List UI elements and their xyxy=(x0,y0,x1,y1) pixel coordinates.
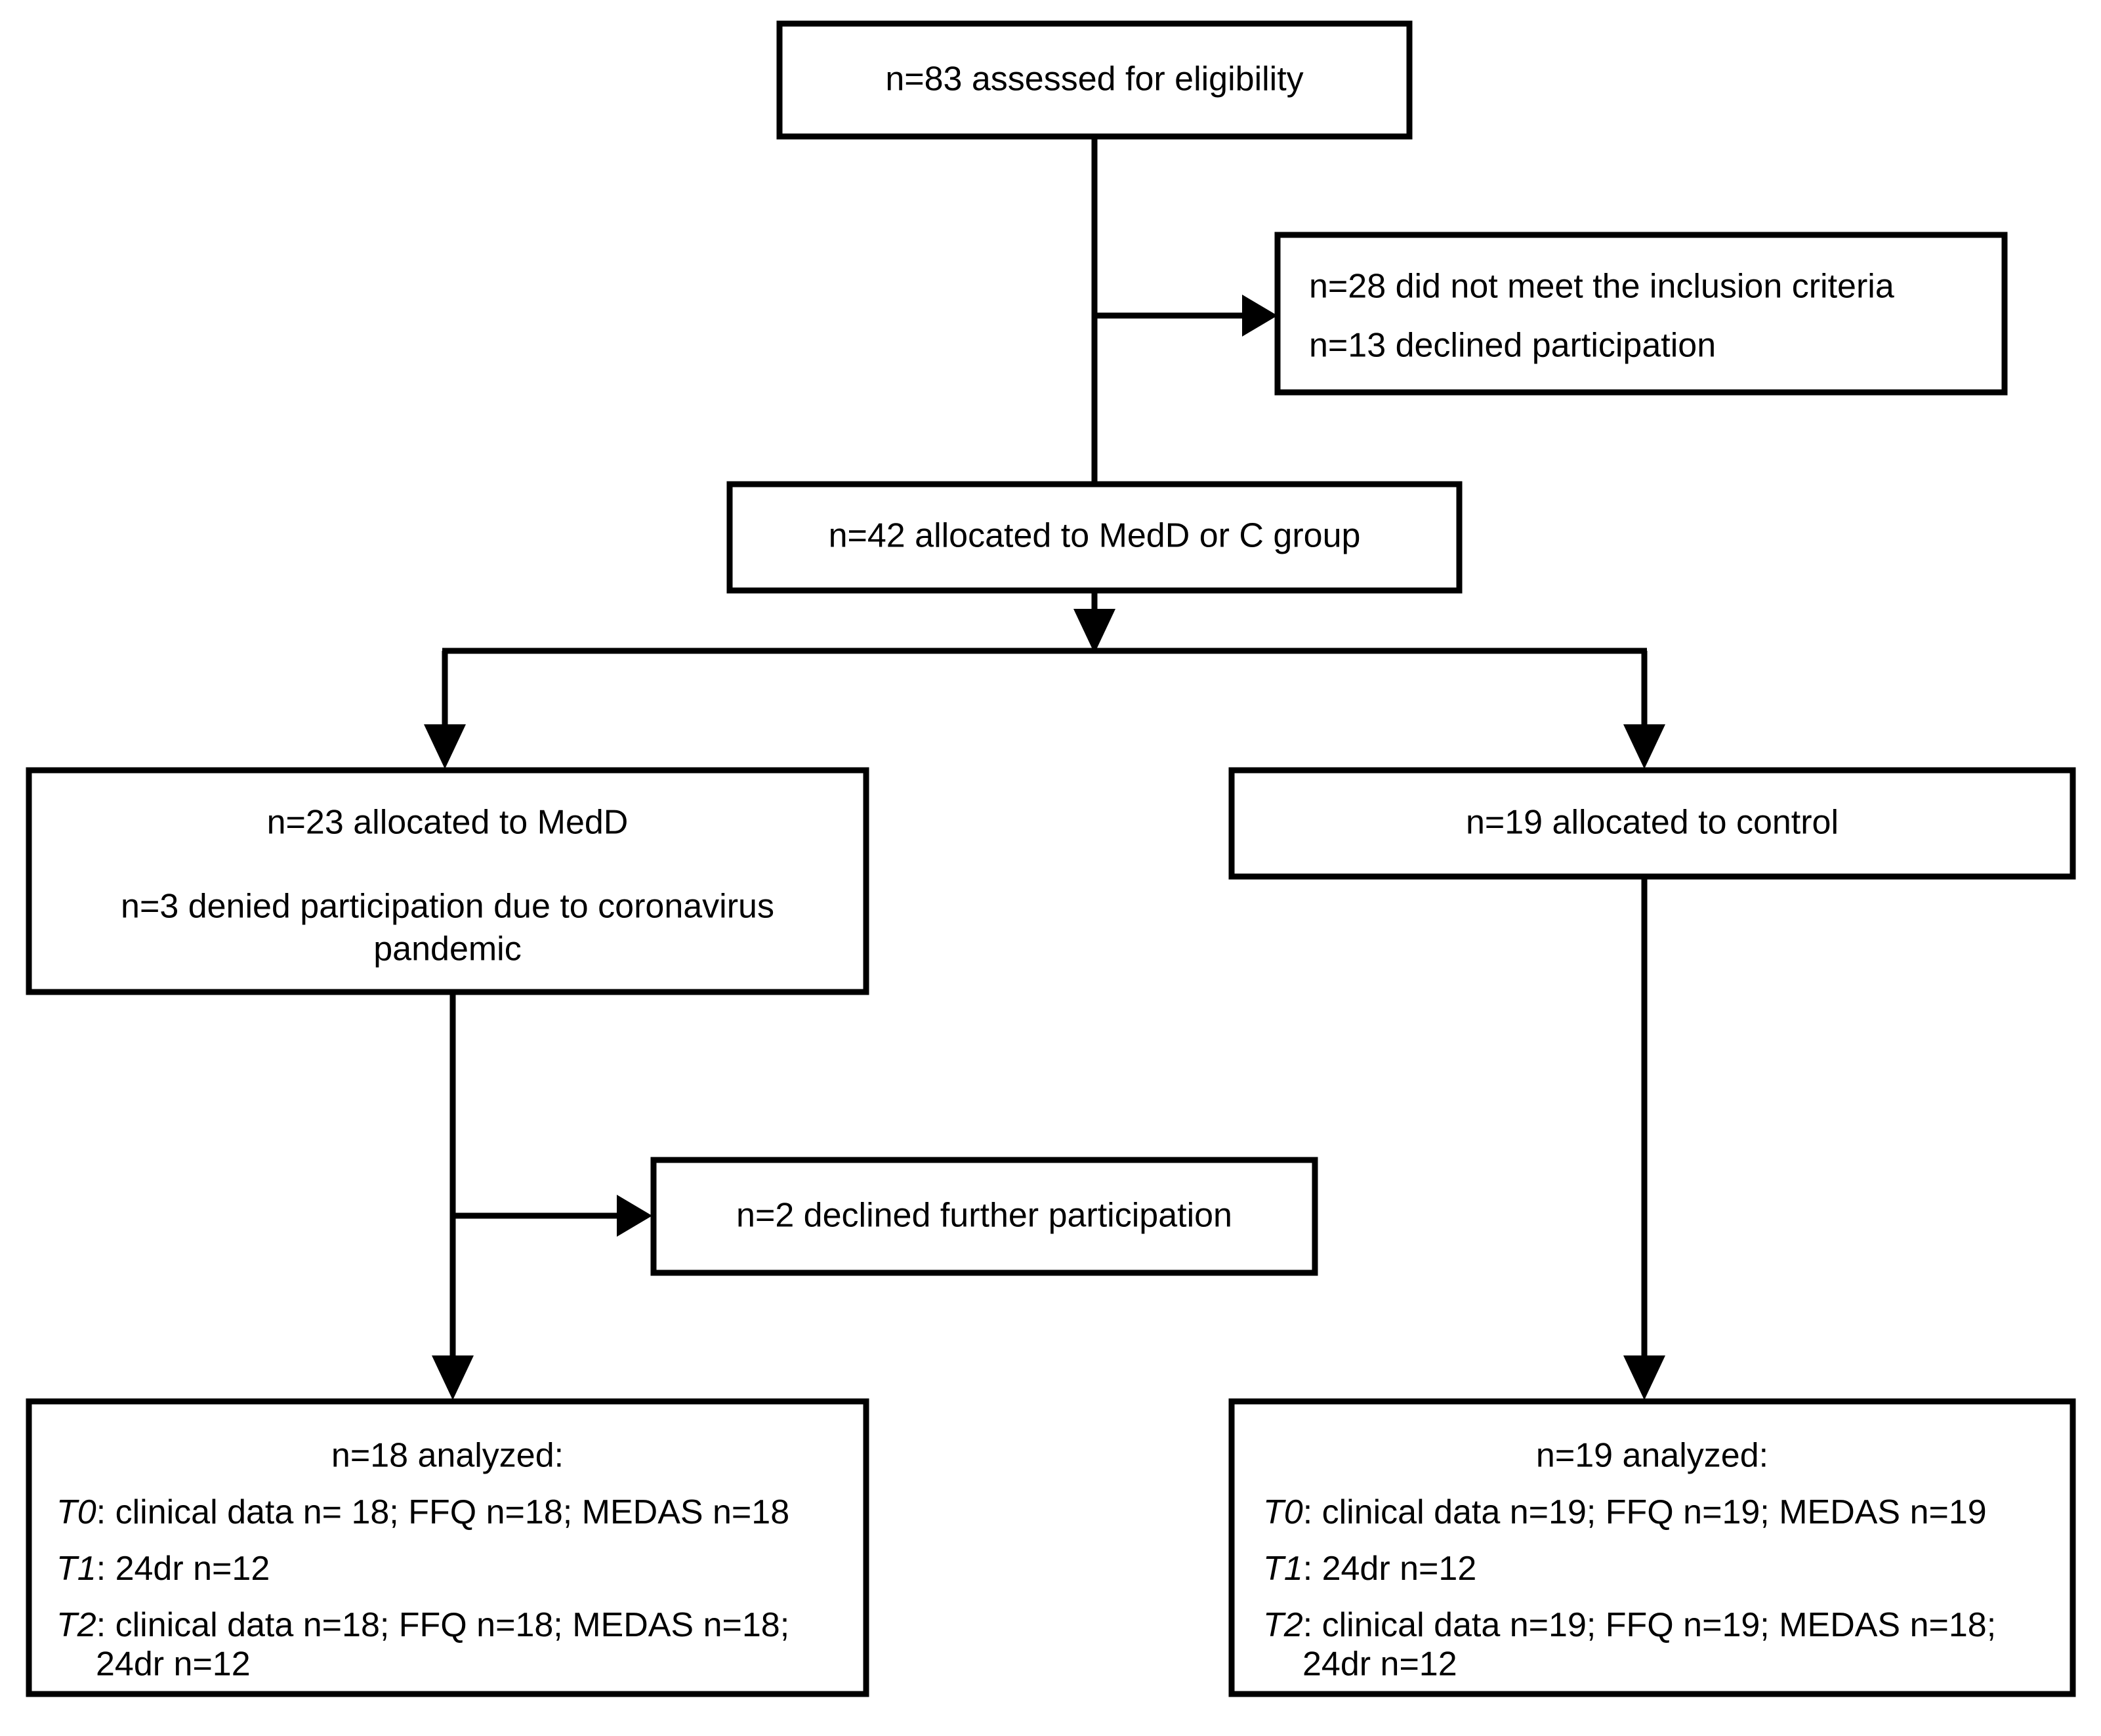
edge-medd-to-analyzed xyxy=(432,992,474,1400)
edge-control-to-analyzed xyxy=(1623,877,1665,1400)
allocated-control-box: n=19 allocated to control xyxy=(1228,767,2076,880)
analyzed-control-heading: n=19 analyzed: xyxy=(1536,1437,1768,1475)
edge-split-to-control xyxy=(1623,651,1665,769)
analyzed-medd-row-2-text: : clinical data n=18; FFQ n=18; MEDAS n=… xyxy=(96,1606,789,1644)
edge-allocated-to-split xyxy=(1073,590,1115,653)
analyzed-control-row-3: 24dr n=12 xyxy=(1302,1645,1457,1684)
analyzed-control-row-1: T1: 24dr n=12 xyxy=(1263,1550,1476,1588)
timepoint-label-t2: T2 xyxy=(1263,1606,1303,1644)
analyzed-medd-heading: n=18 analyzed: xyxy=(331,1437,564,1475)
declined-further-line-1: n=2 declined further participation xyxy=(736,1197,1232,1235)
analyzed-medd-row-1-text: : 24dr n=12 xyxy=(96,1550,270,1588)
analyzed-control-box: n=19 analyzed: T0: clinical data n=19; F… xyxy=(1228,1398,2076,1697)
edge-medd-to-declined xyxy=(453,1195,652,1237)
eligibility-box: n=83 assessed for eligibility xyxy=(776,20,1413,140)
timepoint-label-t1: T1 xyxy=(56,1550,96,1588)
timepoint-label-t0: T0 xyxy=(56,1493,96,1531)
analyzed-medd-box: n=18 analyzed: T0: clinical data n= 18; … xyxy=(26,1398,869,1697)
excluded-box: n=28 did not meet the inclusion criteria… xyxy=(1274,232,2008,396)
analyzed-control-row-0-text: : clinical data n=19; FFQ n=19; MEDAS n=… xyxy=(1303,1493,1987,1531)
analyzed-control-row-0: T0: clinical data n=19; FFQ n=19; MEDAS … xyxy=(1263,1493,1987,1531)
analyzed-control-row-2: T2: clinical data n=19; FFQ n=19; MEDAS … xyxy=(1263,1606,1996,1644)
analyzed-control-row-2-text: : clinical data n=19; FFQ n=19; MEDAS n=… xyxy=(1303,1606,1996,1644)
edge-split-to-medd xyxy=(424,651,466,769)
excluded-line-1: n=28 did not meet the inclusion criteria xyxy=(1309,268,1894,306)
timepoint-label-t2: T2 xyxy=(56,1606,96,1644)
timepoint-label-t0: T0 xyxy=(1263,1493,1303,1531)
timepoint-label-t1: T1 xyxy=(1263,1550,1303,1588)
analyzed-medd-row-3: 24dr n=12 xyxy=(96,1645,251,1684)
allocated-total-box: n=42 allocated to MedD or C group xyxy=(726,481,1463,594)
allocated-control-line-1: n=19 allocated to control xyxy=(1466,804,1839,842)
edge-eligibility-to-excluded xyxy=(1094,295,1278,337)
eligibility-line-1: n=83 assessed for eligibility xyxy=(885,60,1303,98)
allocated-total-line-1: n=42 allocated to MedD or C group xyxy=(829,517,1361,555)
declined-further-box: n=2 declined further participation xyxy=(650,1157,1318,1276)
allocated-medd-line-2: n=3 denied participation due to coronavi… xyxy=(121,888,774,926)
analyzed-medd-row-0: T0: clinical data n= 18; FFQ n=18; MEDAS… xyxy=(56,1493,789,1531)
allocated-medd-line-3: pandemic xyxy=(373,930,521,968)
analyzed-medd-row-0-text: : clinical data n= 18; FFQ n=18; MEDAS n… xyxy=(96,1493,789,1531)
analyzed-medd-row-2: T2: clinical data n=18; FFQ n=18; MEDAS … xyxy=(56,1606,789,1644)
allocated-medd-box: n=23 allocated to MedD n=3 denied partic… xyxy=(26,767,869,995)
analyzed-control-row-1-text: : 24dr n=12 xyxy=(1303,1550,1477,1588)
excluded-line-2: n=13 declined participation xyxy=(1309,327,1716,365)
allocated-medd-line-1: n=23 allocated to MedD xyxy=(267,804,629,842)
analyzed-medd-row-1: T1: 24dr n=12 xyxy=(56,1550,270,1588)
